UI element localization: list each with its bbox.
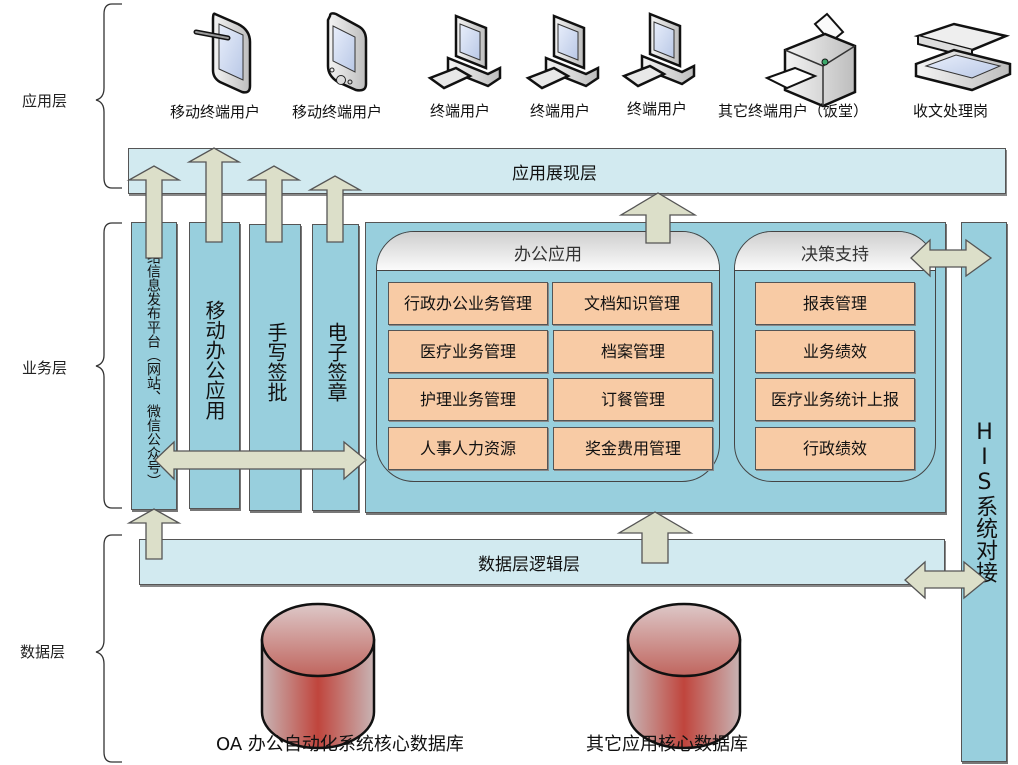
- his-integration-label: HIS系统对接: [972, 420, 997, 583]
- device-label: 移动终端用户: [170, 103, 261, 121]
- office-app-item[interactable]: 文档知识管理: [552, 282, 712, 325]
- layer-label-data: 数据层: [20, 643, 66, 661]
- device-label: 移动终端用户: [292, 103, 383, 121]
- scanner-icon: [913, 22, 1012, 92]
- office-app-item[interactable]: 订餐管理: [553, 378, 713, 421]
- office-app-item[interactable]: 行政办公业务管理: [388, 282, 548, 325]
- presentation-layer-label: 应用展现层: [512, 164, 597, 184]
- up-arrow-mobile: [186, 147, 242, 243]
- database-icon-other: [626, 602, 742, 750]
- device-label: 终端用户: [430, 102, 491, 120]
- column-label-web-publishing: 网络信息发布平台（网站、微信公众号）: [145, 236, 161, 488]
- his-integration-column: [961, 222, 1007, 762]
- up-arrow-data-to-business: [616, 511, 694, 564]
- up-arrow-business-to-presentation: [618, 192, 698, 244]
- office-app-item[interactable]: 护理业务管理: [388, 378, 548, 421]
- layer-label-application: 应用层: [22, 92, 68, 110]
- column-label-handwriting-approval: 手写签批: [264, 322, 288, 402]
- column-label-e-seal: 电子签章: [324, 322, 348, 402]
- printer-icon: [764, 12, 857, 108]
- device-label: 终端用户: [530, 102, 591, 120]
- double-arrow-his-data: [904, 560, 988, 600]
- data-logic-layer-band: [139, 539, 945, 585]
- column-label-mobile-office: 移动办公应用: [202, 300, 226, 420]
- device-label: 其它终端用户（饭堂）: [718, 102, 869, 120]
- up-arrow-handwriting: [246, 165, 302, 243]
- decision-support-item[interactable]: 报表管理: [755, 282, 915, 325]
- pda-icon: [326, 12, 368, 92]
- brace-business: [95, 222, 122, 509]
- device-label: 收文处理岗: [913, 102, 989, 120]
- database-label-other: 其它应用核心数据库: [586, 734, 748, 755]
- office-apps-header: 办公应用: [377, 232, 719, 271]
- brace-data: [95, 534, 122, 763]
- device-label: 终端用户: [627, 100, 688, 118]
- tablet-stylus-icon: [193, 12, 252, 94]
- office-app-item[interactable]: 奖金费用管理: [553, 427, 713, 470]
- up-arrow-eseal: [307, 175, 363, 243]
- desktop-computer-icon-1: [427, 14, 502, 90]
- layer-label-business: 业务层: [22, 359, 68, 377]
- database-icon-oa: [260, 602, 376, 750]
- decision-support-item[interactable]: 医疗业务统计上报: [755, 378, 915, 421]
- decision-support-item[interactable]: 行政绩效: [755, 427, 915, 470]
- double-arrow-columns: [154, 440, 368, 481]
- office-apps-title: 办公应用: [514, 245, 582, 265]
- office-app-item[interactable]: 人事人力资源: [388, 427, 548, 470]
- desktop-computer-icon-2: [525, 14, 600, 90]
- decision-support-title: 决策支持: [801, 245, 869, 265]
- office-app-item[interactable]: 档案管理: [553, 330, 713, 373]
- office-app-item[interactable]: 医疗业务管理: [388, 330, 548, 373]
- up-arrow-web: [126, 165, 182, 259]
- double-arrow-his-business: [910, 238, 993, 278]
- decision-support-item[interactable]: 业务绩效: [755, 330, 915, 373]
- up-arrow-data-to-web: [126, 508, 182, 560]
- data-logic-layer-label: 数据层逻辑层: [478, 555, 580, 575]
- database-label-oa: OA 办公自动化系统核心数据库: [216, 734, 464, 755]
- decision-support-header: 决策支持: [735, 232, 935, 271]
- desktop-computer-icon-3: [621, 12, 696, 88]
- brace-application: [95, 3, 122, 189]
